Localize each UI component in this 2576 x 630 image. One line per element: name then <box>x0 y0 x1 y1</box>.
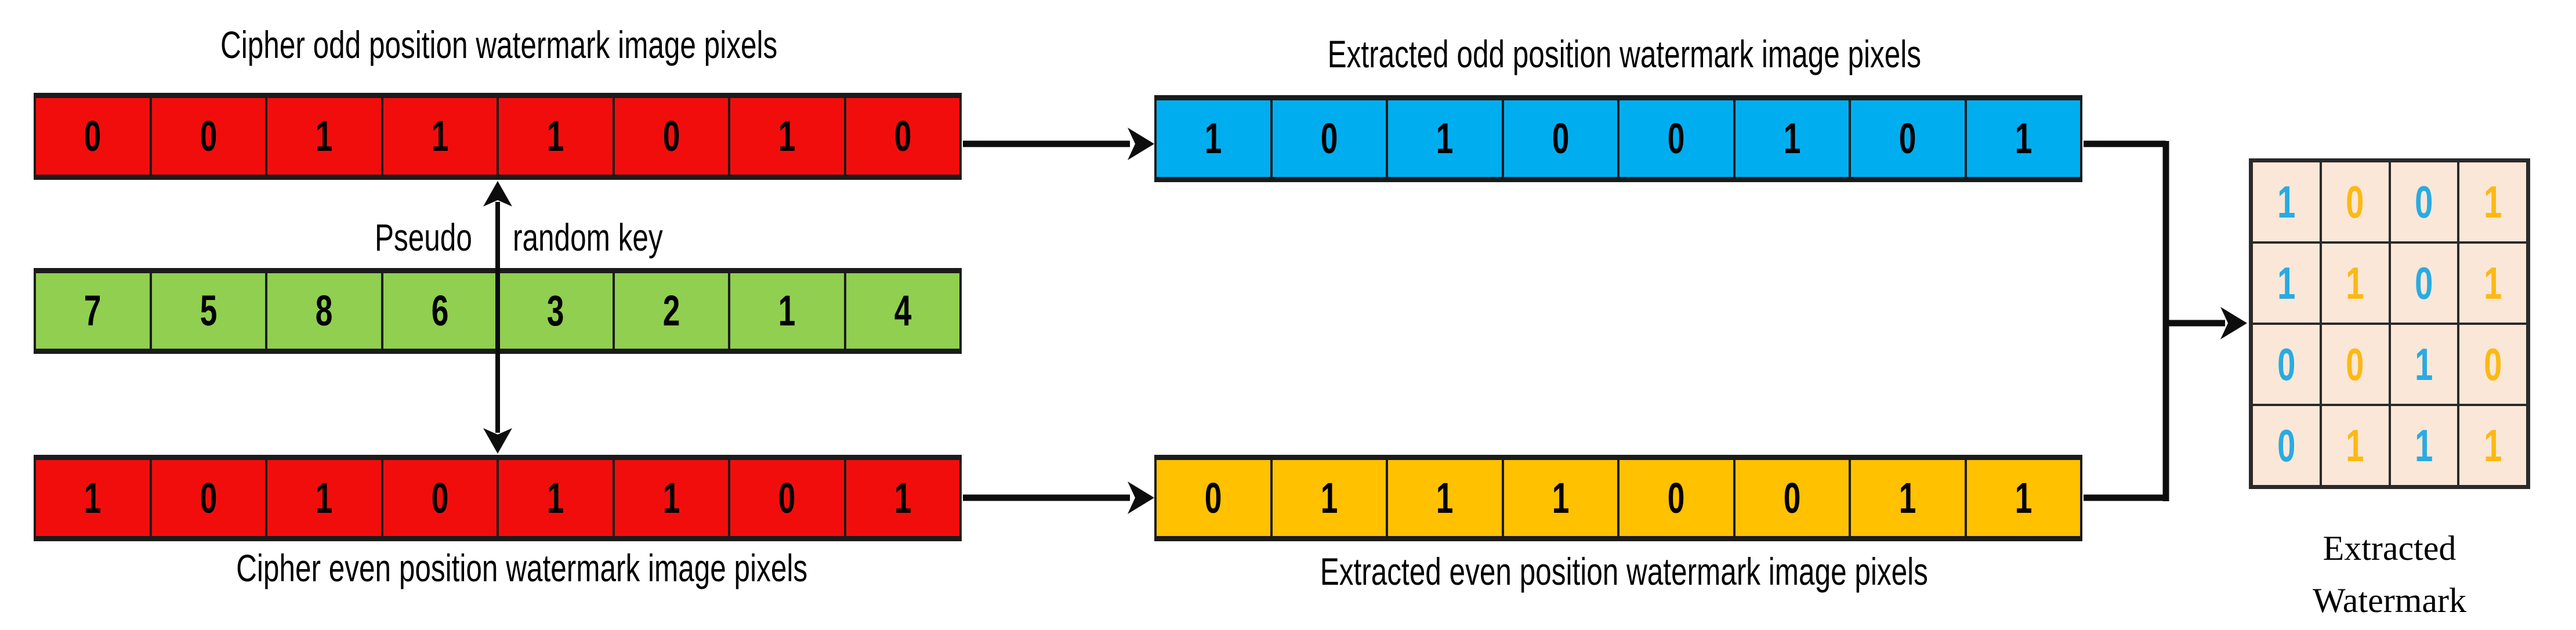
bracket-extracted-to-watermark <box>2084 140 2247 501</box>
arrow-cipher-odd-to-extracted-odd <box>963 128 1154 160</box>
watermark-cell: 1 <box>2458 242 2527 324</box>
extracted-odd-cell: 0 <box>1617 100 1733 177</box>
watermark-cell: 0 <box>2252 324 2321 405</box>
key-cell: 5 <box>149 273 266 349</box>
cipher-odd-cell: 0 <box>612 98 729 175</box>
extracted-odd-cell: 0 <box>1501 100 1618 177</box>
extracted-even-cell: 0 <box>1733 460 1849 536</box>
cipher-even-cell: 1 <box>497 460 613 536</box>
watermark-cell: 1 <box>2320 242 2390 324</box>
watermark-cell: 0 <box>2320 324 2390 405</box>
key-cell: 1 <box>728 273 844 349</box>
cipher-even-cell: 1 <box>612 460 729 536</box>
cipher-even-cell: 0 <box>381 460 497 536</box>
extracted-odd-cell: 0 <box>1849 100 1965 177</box>
cipher-odd-cell: 1 <box>497 98 613 175</box>
key-cell: 4 <box>843 273 960 349</box>
arrow-cipher-even-to-extracted-even <box>963 481 1154 514</box>
cipher-even-cell: 0 <box>728 460 844 536</box>
extracted-even-cell: 1 <box>1386 460 1502 536</box>
extracted-odd-cell: 1 <box>1733 100 1849 177</box>
watermark-cell: 1 <box>2252 242 2321 324</box>
extracted-odd-title: Extracted odd position watermark image p… <box>1160 32 2088 77</box>
watermark-cell: 1 <box>2389 324 2459 405</box>
extracted-odd-cell: 1 <box>1204 114 1222 162</box>
cipher-odd-cell: 1 <box>381 98 497 175</box>
watermark-cell: 0 <box>2389 161 2459 242</box>
pseudo-key-label-left: Pseudo <box>375 216 472 259</box>
cipher-even-cell: 0 <box>149 460 266 536</box>
key-cell: 2 <box>612 273 729 349</box>
watermark-cell: 1 <box>2458 405 2527 486</box>
extracted-even-label: Extracted even position watermark image … <box>1320 550 1929 593</box>
extracted-even-cell: 0 <box>1204 473 1222 522</box>
cipher-odd-cell: 0 <box>84 112 102 160</box>
cipher-even-cell: 1 <box>843 460 960 536</box>
cipher-odd-row: 0 0 1 1 1 0 1 0 <box>34 93 962 180</box>
watermark-cell: 1 <box>2252 161 2321 242</box>
extracted-odd-cell: 1 <box>1964 100 2081 177</box>
cipher-odd-cell: 0 <box>149 98 266 175</box>
key-cell: 8 <box>265 273 381 349</box>
extracted-even-cell: 1 <box>1964 460 2081 536</box>
cipher-odd-title-text: Cipher odd position watermark image pixe… <box>220 23 778 66</box>
extracted-even-cell: 1 <box>1501 460 1618 536</box>
extracted-odd-title-text: Extracted odd position watermark image p… <box>1327 32 1921 75</box>
cipher-even-label: Cipher even position watermark image pix… <box>236 546 808 589</box>
watermark-cell: 0 <box>2252 405 2321 486</box>
extracted-even-row: 0 1 1 1 0 0 1 1 <box>1154 455 2082 541</box>
pseudo-key-label-right: random key <box>513 216 663 259</box>
key-cell: 7 <box>84 287 102 335</box>
watermark-cell: 0 <box>2320 161 2390 242</box>
cipher-even-row: 1 0 1 0 1 1 0 1 <box>34 455 962 541</box>
watermark-cell: 1 <box>2458 161 2527 242</box>
watermark-cell: 1 <box>2320 405 2390 486</box>
extracted-watermark-caption-line2: Watermark <box>2312 581 2467 620</box>
cipher-odd-title: Cipher odd position watermark image pixe… <box>35 23 963 67</box>
key-cell: 3 <box>497 273 613 349</box>
watermark-cell: 1 <box>2389 405 2459 486</box>
extracted-even-cell: 0 <box>1617 460 1733 536</box>
extracted-watermark-grid: 1 0 0 1 1 1 0 1 0 0 1 0 0 1 1 1 <box>2249 158 2530 489</box>
key-cell: 6 <box>381 273 497 349</box>
cipher-odd-cell: 1 <box>728 98 844 175</box>
cipher-even-cell: 1 <box>84 473 102 522</box>
cipher-even-cell: 1 <box>265 460 381 536</box>
watermark-cell: 0 <box>2458 324 2527 405</box>
cipher-odd-cell: 1 <box>265 98 381 175</box>
extracted-odd-cell: 0 <box>1270 100 1386 177</box>
extracted-even-cell: 1 <box>1270 460 1386 536</box>
cipher-odd-cell: 0 <box>843 98 960 175</box>
watermark-cell: 0 <box>2389 242 2459 324</box>
extracted-watermark-caption-line1: Extracted <box>2323 529 2457 567</box>
extracted-odd-cell: 1 <box>1386 100 1502 177</box>
extracted-odd-row: 1 0 1 0 0 1 0 1 <box>1154 95 2082 182</box>
extracted-even-cell: 1 <box>1849 460 1965 536</box>
pseudo-random-key-row: 7 5 8 6 3 2 1 4 <box>34 268 962 354</box>
